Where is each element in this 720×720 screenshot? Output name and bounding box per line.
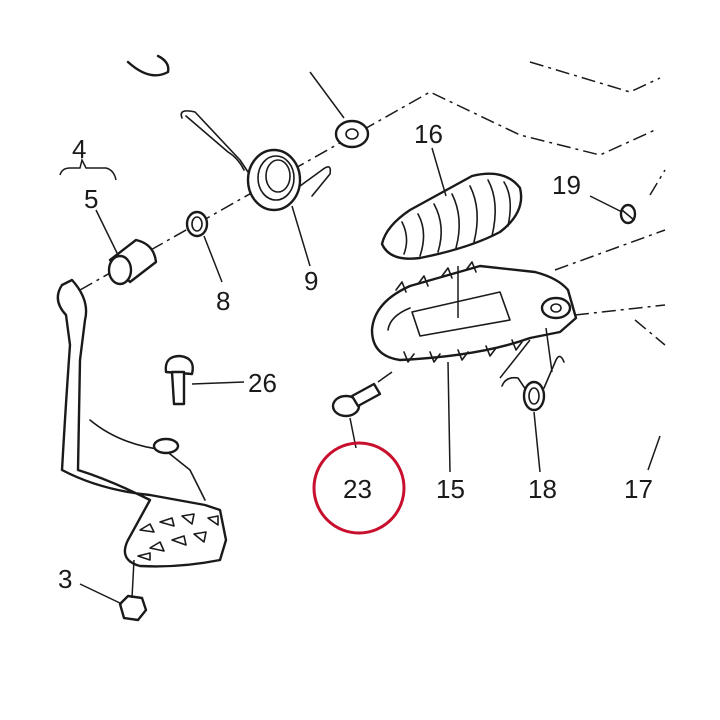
spring-18-coil [522,380,546,412]
callout-18: 18 [528,474,557,504]
bolt-26-shank [170,370,186,406]
pedal-body [56,278,228,568]
leader-15 [447,361,451,473]
leader-18 [533,411,541,473]
highlight-circle-23 [312,441,406,535]
pedal-tread-pattern [137,513,219,561]
spring-9-coil-outer [246,148,302,212]
spring-9-arm-left-2 [185,115,245,171]
oring-8 [185,210,223,283]
spring-18-arm-right [543,355,565,389]
spring-18-arm-left [501,376,527,391]
footpeg-15-body [370,264,578,362]
leader-18-right [545,327,553,373]
clip-19 [589,195,637,225]
assembly-centerlines [79,61,666,346]
leader-26 [191,381,245,385]
callout-26: 26 [248,368,277,398]
pad-16-body [380,172,523,260]
spring-9-coil-1 [257,155,295,201]
top-partial-part [126,54,170,77]
nut-3-body [118,594,148,622]
oring-8-body [185,210,209,238]
callout-8: 8 [216,286,230,316]
footpeg-15-slot [411,291,511,337]
washer-body [334,119,370,149]
axis-line-right [554,229,666,271]
leader-17 [647,435,661,471]
leader-18-left [499,339,531,379]
washer [309,71,370,149]
nut-3 [79,559,148,622]
spring-9 [180,110,332,267]
bushing-5-end [107,254,133,286]
leader-9 [291,205,311,267]
callout-17: 17 [624,474,653,504]
washer-hole [345,128,359,140]
leader-8 [203,235,223,283]
oring-8-hole [191,216,203,232]
leader-3-to-pedal [131,559,135,599]
footpeg-15-pivot-hole [550,303,562,313]
callout-5: 5 [84,184,98,214]
leader-3 [79,583,123,605]
bracket-4 [59,157,117,181]
axis-line-right-2 [574,304,666,316]
leader-23-top [377,371,393,383]
callout-3: 3 [58,564,72,594]
spring-9-coil-2 [265,159,291,193]
rubber-pad-16 [380,147,523,260]
axis-line-right-3 [634,319,666,346]
callout-4: 4 [72,134,86,164]
bolt-26 [164,354,245,406]
brake-pedal [56,278,228,568]
leader-19 [589,195,623,213]
axis-line-right-4 [649,169,666,196]
callout-23: 23 [343,474,372,504]
bushing-5 [95,209,158,286]
pedal-pivot-hole [152,437,180,455]
leader-washer [309,71,345,119]
footpeg-15 [370,261,578,473]
spring-9-arm-right [299,166,332,197]
spring-18 [499,327,565,473]
callout-15: 15 [436,474,465,504]
spring-9-arm-left [180,110,249,173]
axis-line-upper [79,91,656,291]
leader-5 [95,209,119,256]
callout-16: 16 [414,119,443,149]
screw-23 [331,371,393,449]
screw-23-shank [350,382,382,408]
callout-19: 19 [552,170,581,200]
footpeg-15-pivot [540,296,572,320]
bolt-26-head [164,354,194,376]
axis-line-top [529,61,661,93]
leader-16 [431,147,447,197]
callout-9: 9 [304,266,318,296]
